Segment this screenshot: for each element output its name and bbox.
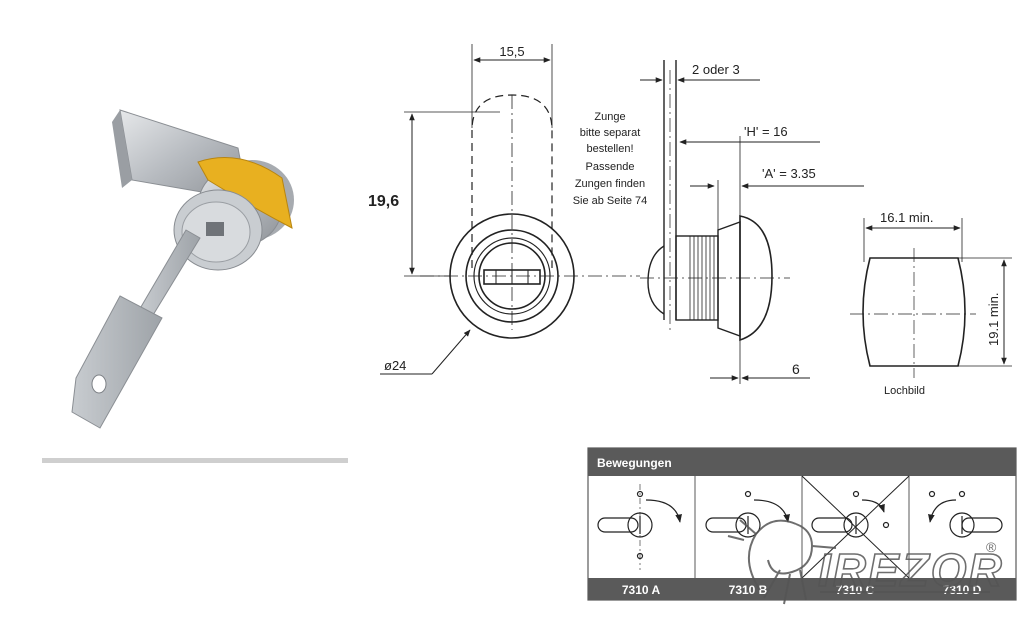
movement-cell-c	[801, 475, 910, 579]
note-line: bestellen!	[586, 143, 633, 155]
note-line: Sie ab Seite 74	[573, 195, 648, 207]
front-view	[420, 94, 640, 339]
dim-label-2-oder-3: 2 oder 3	[692, 62, 740, 77]
movement-cell-d	[928, 490, 1003, 538]
movements-header	[588, 448, 1016, 476]
dim-label-15-5: 15,5	[499, 44, 524, 59]
dim-label-lochbild-height: 19.1 min.	[986, 293, 1001, 346]
tongue-note: Zunge bitte separat bestellen! Passende …	[573, 111, 648, 207]
note-line: Zunge	[594, 111, 625, 123]
scorpion-icon	[727, 519, 837, 605]
movement-label-a: 7310 A	[622, 583, 661, 597]
side-view	[640, 60, 790, 342]
cam-lock-product-image	[71, 109, 294, 429]
dim-diameter-24	[380, 329, 471, 375]
dim-label-lochbild-width: 16.1 min.	[880, 210, 933, 225]
watermark-text: IREZOR	[818, 544, 1004, 596]
dim-6	[710, 340, 810, 384]
dim-label-19-6: 19,6	[368, 193, 399, 210]
lochbild-label: Lochbild	[884, 385, 925, 397]
hole-pattern	[850, 218, 1012, 378]
movement-label-d: 7310 D	[943, 583, 982, 597]
dim-h-16	[679, 136, 820, 216]
registered-mark: ®	[986, 539, 997, 555]
note-line: bitte separat	[580, 127, 641, 139]
note-line: Passende	[586, 161, 635, 173]
irezor-watermark: IREZOR ®	[727, 519, 1004, 605]
movement-cell-a	[597, 484, 682, 570]
dim-label-6: 6	[792, 361, 800, 377]
dim-label-diameter-24: ø24	[384, 358, 406, 373]
dim-19-6	[404, 111, 500, 277]
movement-label-c: 7310 C	[836, 583, 875, 597]
movements-panel: Bewegungen	[587, 447, 1017, 601]
divider	[42, 458, 348, 463]
movements-title: Bewegungen	[597, 456, 672, 470]
dim-15-5	[471, 44, 553, 128]
movement-label-b: 7310 B	[729, 583, 768, 597]
dim-label-a-3-35: 'A' = 3.35	[762, 166, 816, 181]
note-line: Zungen finden	[575, 178, 645, 190]
dim-label-h-16: 'H' = 16	[744, 124, 788, 139]
dim-a-3-35	[690, 180, 864, 236]
